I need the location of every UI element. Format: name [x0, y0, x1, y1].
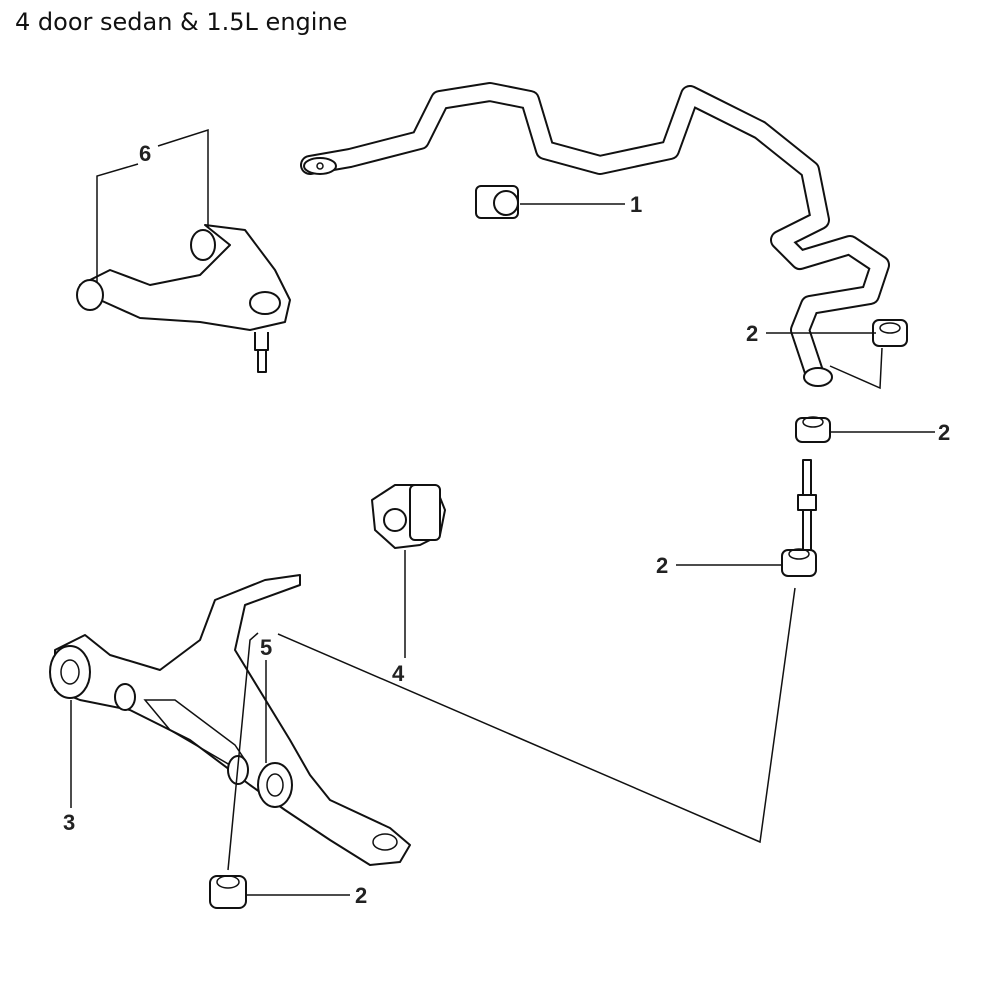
- stabilizer-bar: [300, 82, 890, 387]
- upper-control-arm: [76, 224, 291, 373]
- arm-bushing-bottom: [209, 875, 247, 909]
- callout-5: 5: [260, 635, 272, 660]
- leader-lines: [70, 128, 935, 896]
- callout-2-link-mid: 2: [938, 420, 950, 445]
- link-bushing-mid: [795, 416, 831, 443]
- compliance-bushing: [371, 484, 446, 549]
- callout-2-link-top: 2: [746, 321, 758, 346]
- lower-control-arm: [49, 574, 411, 866]
- callout-1: 1: [630, 192, 642, 217]
- diagram-title: 4 door sedan & 1.5L engine: [15, 8, 348, 36]
- stabilizer-link-bolt: [797, 459, 817, 553]
- callout-2-link-lower: 2: [656, 553, 668, 578]
- callout-4: 4: [392, 661, 405, 686]
- callout-2-arm-bottom: 2: [355, 883, 367, 908]
- link-bushing-top: [872, 319, 908, 347]
- link-bushing-lower: [781, 548, 817, 577]
- callout-6: 6: [139, 141, 151, 166]
- callout-3: 3: [63, 810, 75, 835]
- stabilizer-bushing: [475, 185, 519, 219]
